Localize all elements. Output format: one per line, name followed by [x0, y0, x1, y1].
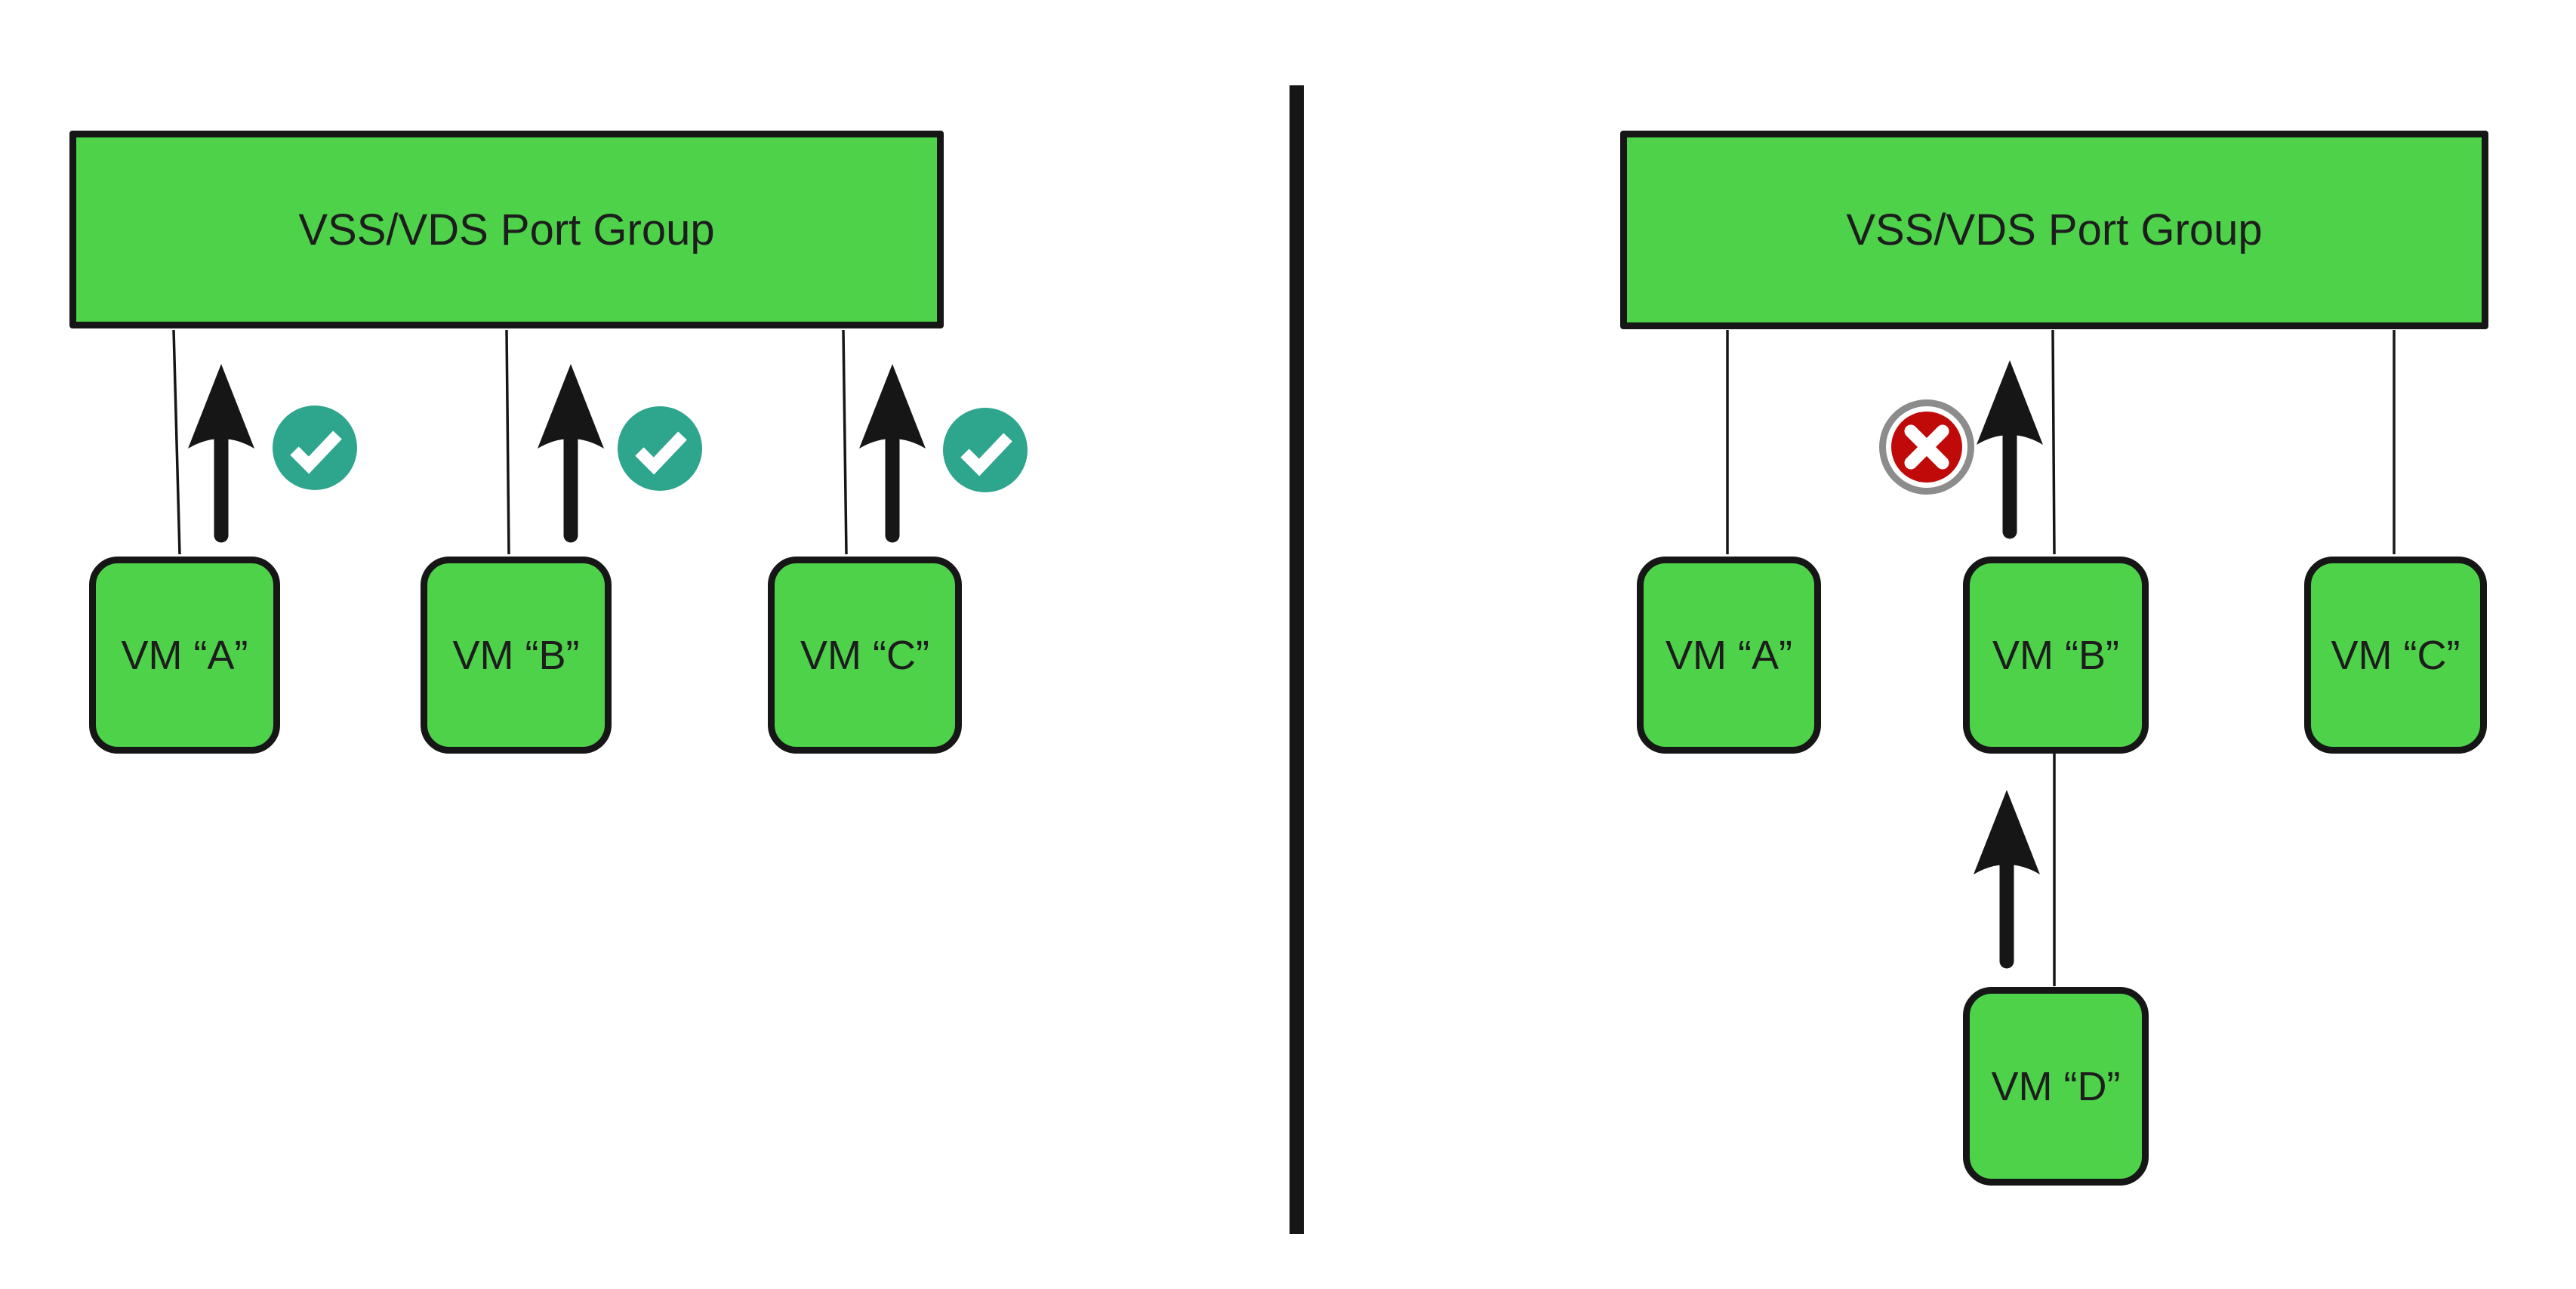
right-vm-c-label: VM “C”: [2331, 632, 2460, 678]
right-vm-a-label: VM “A”: [1665, 632, 1792, 678]
left-vm-c: VM “C”: [768, 557, 962, 754]
connector-line-left-a: [172, 329, 181, 555]
up-arrow-icon-left-c: [859, 364, 926, 535]
up-arrow-icon-left-b: [538, 364, 604, 535]
up-arrow-icon-left-a: [188, 364, 254, 535]
right-vm-a: VM “A”: [1637, 557, 1821, 754]
left-port-group: VSS/VDS Port Group: [69, 131, 944, 328]
right-vm-b-label: VM “B”: [1992, 632, 2119, 678]
up-arrow-icon-vm-d: [1974, 790, 2040, 961]
left-vm-b-label: VM “B”: [452, 632, 580, 678]
connector-line-right-b: [2051, 329, 2056, 555]
check-icon-c: [943, 408, 1028, 492]
connector-line-left-b: [505, 329, 510, 555]
left-vm-c-label: VM “C”: [800, 632, 929, 678]
left-port-group-label: VSS/VDS Port Group: [298, 205, 715, 254]
check-icon-a: [273, 406, 357, 490]
right-vm-c: VM “C”: [2304, 557, 2487, 754]
right-vm-d: VM “D”: [1963, 987, 2149, 1186]
error-icon: [1879, 399, 1974, 495]
right-vm-d-label: VM “D”: [1991, 1063, 2121, 1109]
connector-line-left-c: [842, 329, 848, 555]
left-vm-a-label: VM “A”: [121, 632, 248, 678]
left-vm-b: VM “B”: [421, 557, 612, 754]
left-vm-a: VM “A”: [89, 557, 280, 754]
right-vm-b: VM “B”: [1963, 557, 2149, 754]
panel-divider: [1290, 85, 1304, 1234]
check-icon-b: [618, 406, 702, 491]
up-arrow-icon-right-b: [1977, 360, 2043, 532]
right-port-group-label: VSS/VDS Port Group: [1846, 205, 2263, 254]
right-port-group: VSS/VDS Port Group: [1620, 131, 2488, 329]
